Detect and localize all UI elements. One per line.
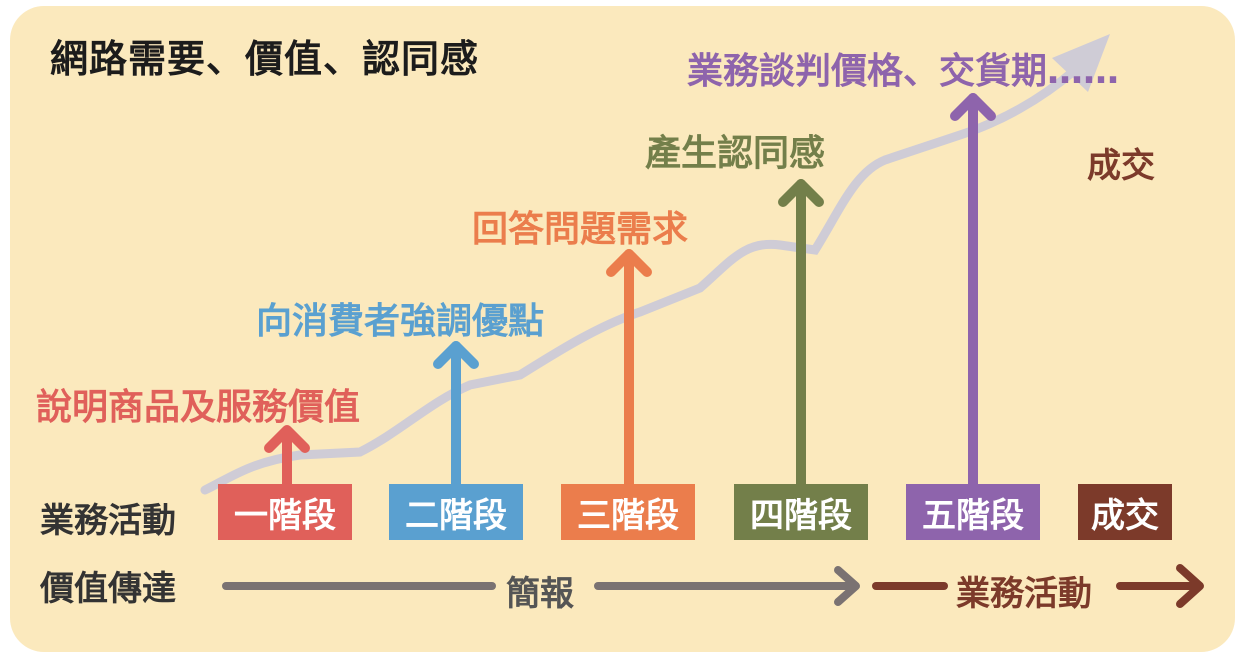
arrow-stage-3	[606, 249, 652, 489]
stage-box-deal: 成交	[1078, 484, 1172, 540]
arrow-stage-5	[950, 93, 996, 489]
arrow-stage-2	[433, 341, 479, 489]
stage-box-1: 一階段	[218, 484, 352, 540]
activity-label: 業務活動	[956, 574, 1092, 614]
trend-line	[200, 65, 1080, 495]
label-stage-2: 向消費者強調優點	[256, 301, 545, 342]
stage-box-4: 四階段	[734, 484, 868, 540]
row-label-value: 價值傳達	[40, 569, 176, 609]
label-stage-3: 回答問題需求	[472, 209, 689, 250]
label-stage-5: 業務談判價格、交貨期……	[687, 51, 1120, 92]
presentation-arrow	[222, 566, 860, 606]
diagram-panel	[10, 6, 1235, 652]
stage-box-5: 五階段	[906, 484, 1040, 540]
arrow-stage-1	[264, 425, 310, 489]
stage-box-3: 三階段	[561, 484, 695, 540]
activity-arrow	[872, 564, 1204, 608]
row-label-activity: 業務活動	[40, 501, 176, 541]
trend-arrowhead	[1052, 34, 1110, 92]
diagram-title: 網路需要、價值、認同感	[50, 37, 480, 81]
presentation-label: 簡報	[506, 574, 574, 614]
arrow-stage-4	[778, 179, 824, 489]
label-deal: 成交	[1087, 146, 1155, 186]
label-stage-4: 產生認同感	[645, 133, 826, 174]
stage-box-2: 二階段	[389, 484, 523, 540]
label-stage-1: 說明商品及服務價值	[36, 387, 361, 428]
